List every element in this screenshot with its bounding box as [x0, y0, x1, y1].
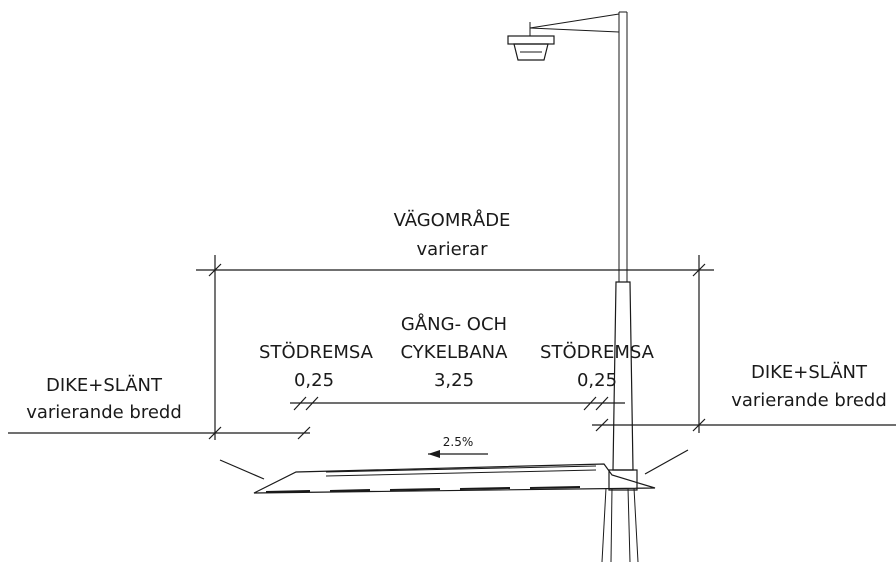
ditch-right-value: varierande bredd: [731, 390, 887, 411]
road-area-dimension: [196, 255, 714, 440]
road-area-value: varierar: [417, 239, 489, 260]
street-lamp: [507, 11, 639, 562]
path-title-line1: GÅNG- OCH: [401, 313, 507, 335]
shoulder-right-width: 0,25: [577, 370, 617, 391]
ditch-right-dimension: [592, 418, 896, 432]
shoulder-right-title: STÖDREMSA: [540, 341, 655, 363]
ditch-left-dimension: [8, 426, 311, 440]
ditch-left-title: DIKE+SLÄNT: [46, 375, 163, 396]
ditch-left-value: varierande bredd: [26, 402, 182, 423]
path-title-line2: CYKELBANA: [401, 342, 509, 363]
slope-arrow: [428, 450, 488, 458]
path-width: 3,25: [434, 370, 474, 391]
shoulder-left-width: 0,25: [294, 370, 334, 391]
shoulder-left-title: STÖDREMSA: [259, 341, 374, 363]
slope-value: 2.5%: [443, 435, 474, 449]
ditch-right-title: DIKE+SLÄNT: [751, 362, 868, 383]
road-area-title: VÄGOMRÅDE: [394, 209, 511, 231]
path-width-dimension: [290, 396, 625, 411]
road-section: [219, 449, 689, 494]
